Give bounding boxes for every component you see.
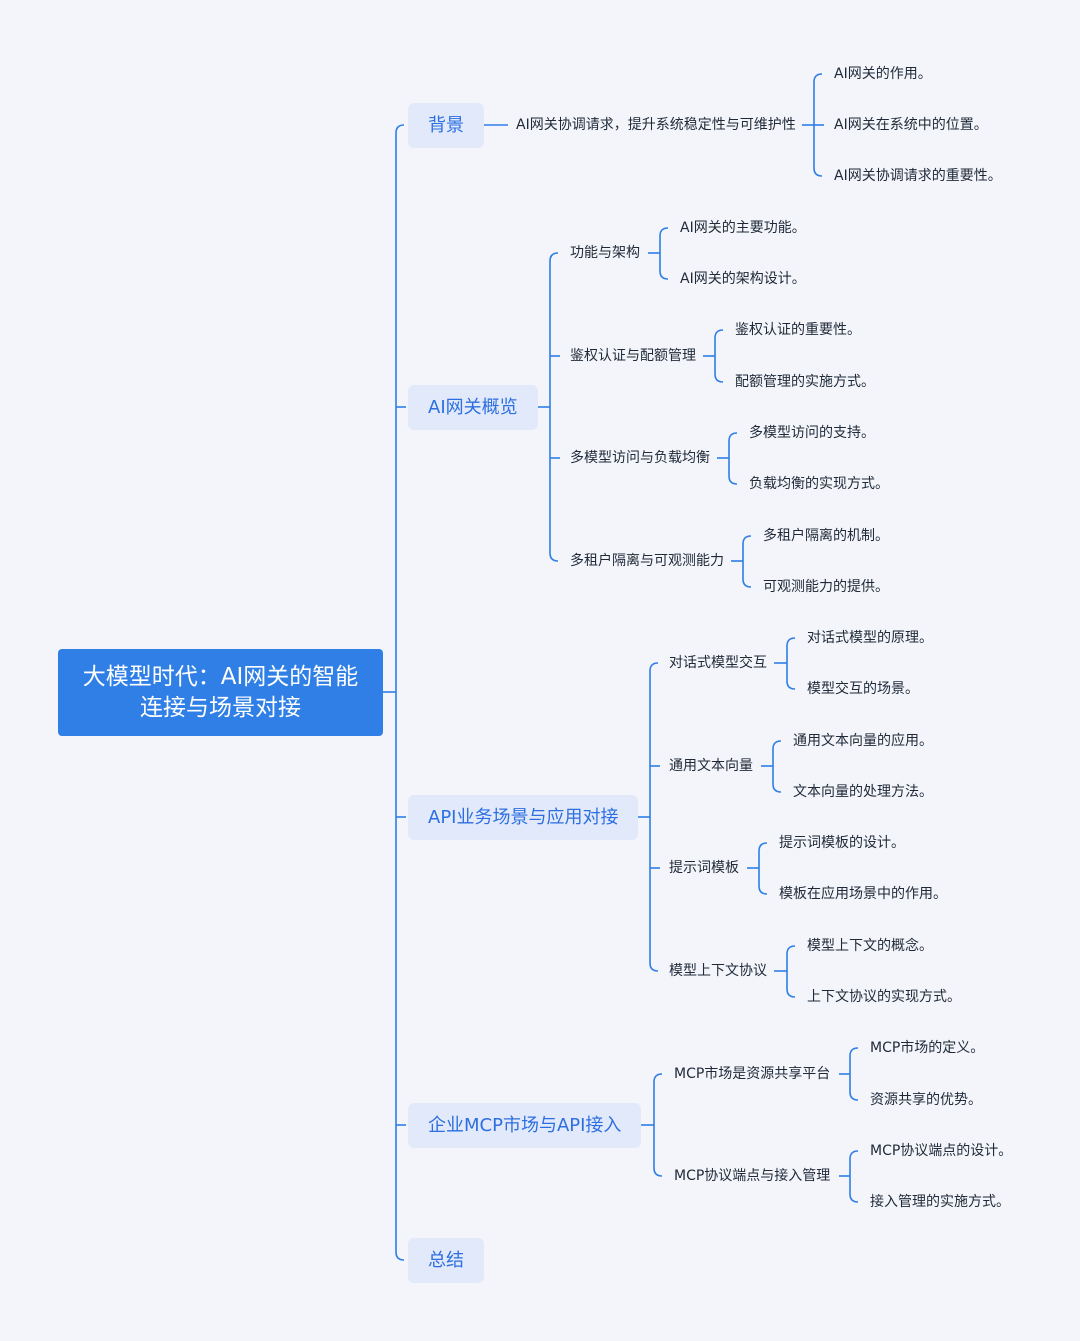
leaf-topic[interactable]: 多租户隔离的机制。	[763, 528, 889, 544]
leaf-topic[interactable]: 文本向量的处理方法。	[793, 784, 933, 800]
leaf-topic[interactable]: 对话式模型的原理。	[807, 630, 933, 646]
leaf-topic[interactable]: 负载均衡的实现方式。	[749, 476, 889, 492]
leaf-bracket	[659, 227, 669, 280]
subtopic[interactable]: MCP市场是资源共享平台	[674, 1066, 831, 1082]
leaf-topic[interactable]: 模板在应用场景中的作用。	[779, 886, 947, 902]
leaf-topic[interactable]: AI网关协调请求的重要性。	[834, 168, 1002, 184]
leaf-bracket	[714, 329, 724, 383]
branch-bracket	[549, 252, 559, 562]
leaf-topic[interactable]: 配额管理的实施方式。	[735, 374, 875, 390]
leaf-topic[interactable]: AI网关的架构设计。	[680, 271, 806, 287]
leaf-bracket	[786, 637, 796, 690]
trunk-bracket	[395, 124, 405, 1261]
branch-topic[interactable]: 背景	[408, 103, 484, 148]
leaf-topic[interactable]: 可观测能力的提供。	[763, 579, 889, 595]
leaf-topic[interactable]: 模型上下文的概念。	[807, 938, 933, 954]
subtopic[interactable]: 通用文本向量	[669, 758, 753, 774]
leaf-topic[interactable]: 鉴权认证的重要性。	[735, 322, 861, 338]
leaf-topic[interactable]: 模型交互的场景。	[807, 681, 919, 697]
leaf-bracket	[758, 842, 768, 895]
leaf-topic[interactable]: MCP协议端点的设计。	[870, 1143, 1013, 1159]
subtopic[interactable]: 多模型访问与负载均衡	[570, 450, 710, 466]
leaf-topic[interactable]: 接入管理的实施方式。	[870, 1194, 1010, 1210]
subtopic[interactable]: 模型上下文协议	[669, 963, 767, 979]
subtopic[interactable]: AI网关协调请求，提升系统稳定性与可维护性	[516, 117, 796, 133]
subtopic[interactable]: 功能与架构	[570, 245, 640, 261]
subtopic[interactable]: MCP协议端点与接入管理	[674, 1168, 831, 1184]
subtopic[interactable]: 提示词模板	[669, 860, 739, 876]
leaf-bracket	[772, 740, 782, 793]
subtopic[interactable]: 对话式模型交互	[669, 655, 767, 671]
branch-bracket	[653, 1073, 663, 1177]
leaf-bracket	[786, 945, 796, 998]
leaf-bracket	[728, 432, 738, 485]
subtopic[interactable]: 鉴权认证与配额管理	[570, 348, 696, 364]
leaf-topic[interactable]: 上下文协议的实现方式。	[807, 989, 961, 1005]
branch-bracket	[649, 662, 659, 972]
leaf-bracket	[849, 1150, 859, 1203]
leaf-topic[interactable]: AI网关的主要功能。	[680, 220, 806, 236]
leaf-topic[interactable]: 通用文本向量的应用。	[793, 733, 933, 749]
root-topic[interactable]: 大模型时代：AI网关的智能连接与场景对接	[58, 649, 383, 736]
subtopic[interactable]: 多租户隔离与可观测能力	[570, 553, 724, 569]
branch-topic[interactable]: API业务场景与应用对接	[408, 795, 639, 840]
branch-topic[interactable]: AI网关概览	[408, 385, 538, 430]
leaf-topic[interactable]: 提示词模板的设计。	[779, 835, 905, 851]
branch-topic[interactable]: 企业MCP市场与API接入	[408, 1103, 642, 1148]
leaf-topic[interactable]: AI网关的作用。	[834, 66, 932, 82]
leaf-bracket	[849, 1047, 859, 1101]
leaf-bracket	[742, 535, 752, 588]
branch-topic[interactable]: 总结	[408, 1238, 484, 1283]
leaf-topic[interactable]: 资源共享的优势。	[870, 1092, 982, 1108]
leaf-topic[interactable]: 多模型访问的支持。	[749, 425, 875, 441]
leaf-topic[interactable]: AI网关在系统中的位置。	[834, 117, 988, 133]
leaf-topic[interactable]: MCP市场的定义。	[870, 1040, 985, 1056]
